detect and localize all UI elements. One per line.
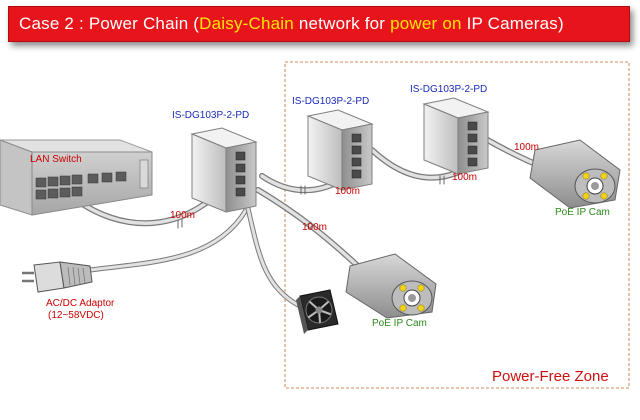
distance-device3-to-cam1: 100m [514,142,539,153]
camera-2-icon: PoE IP Cam [345,253,437,329]
device-2: IS-DG103P-2-PD [292,96,374,191]
camera-2-label: PoE IP Cam [372,318,427,329]
fan-icon [296,289,339,334]
title-banner: Case 2 : Power Chain (Daisy-Chain networ… [8,6,630,42]
banner-highlight-power-on: power on [390,14,462,33]
cable-device1-to-fan [243,197,301,308]
distance-device2-to-device3: 100m [452,172,477,183]
power-free-zone-border [284,61,630,389]
device-3: IS-DG103P-2-PD [410,84,490,175]
device-3-label: IS-DG103P-2-PD [410,84,487,95]
banner-text-prefix: Case 2 : Power Chain ( [19,14,200,33]
banner-text-middle: network for [293,14,391,33]
device-1: IS-DG103P-2-PD [172,110,258,213]
distance-device1-to-device2: 100m [335,186,360,197]
banner-text-suffix: IP Cameras) [461,14,564,33]
distance-device1-to-cam2: 100m [302,222,327,233]
lan-switch-label: LAN Switch [30,154,82,165]
lan-switch: LAN Switch [0,139,153,216]
acdc-adaptor: AC/DC Adaptor (12~58VDC) [22,261,115,321]
camera-1-icon: PoE IP Cam [529,139,621,218]
distance-switch-to-device1: 100m [170,210,195,221]
banner-title: Case 2 : Power Chain (Daisy-Chain networ… [9,14,564,34]
adaptor-label-line1: AC/DC Adaptor [46,298,115,309]
power-free-zone-label: Power-Free Zone [492,368,609,385]
device-1-label: IS-DG103P-2-PD [172,110,249,121]
device-2-label: IS-DG103P-2-PD [292,96,369,107]
distance-labels: 100m 100m 100m 100m 100m [170,142,539,233]
adaptor-label-line2: (12~58VDC) [48,310,104,321]
camera-1-label: PoE IP Cam [555,207,610,218]
banner-highlight-daisy-chain: Daisy-Chain [199,14,294,33]
